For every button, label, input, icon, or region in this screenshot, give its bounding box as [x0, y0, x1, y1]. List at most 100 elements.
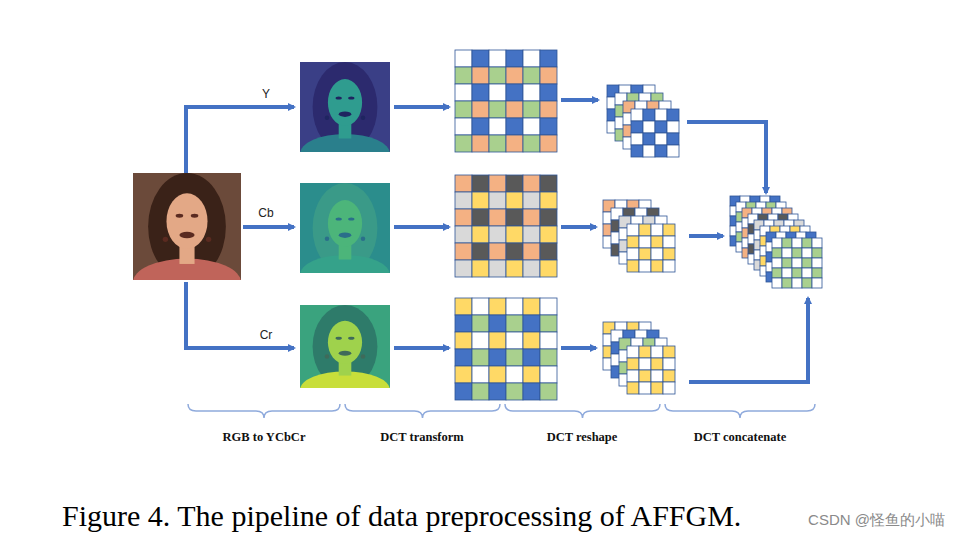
dct-cell: [472, 260, 489, 277]
stack-cell: [639, 370, 651, 382]
dct-cell: [489, 332, 506, 349]
stack-cell: [631, 109, 643, 121]
eye-shape: [176, 214, 184, 218]
dct-cell: [489, 67, 506, 84]
dct-cell: [523, 260, 540, 277]
dct-cell: [540, 192, 557, 209]
stack-cell: [639, 346, 651, 358]
stack-cell: [631, 145, 643, 157]
portrait-image: [300, 62, 390, 152]
mouth-shape: [179, 232, 194, 238]
stack-cell: [627, 358, 639, 370]
dct-cell: [455, 192, 472, 209]
dct-cell: [506, 260, 523, 277]
dct-cell: [540, 315, 557, 332]
portrait-image: [133, 173, 241, 280]
dct-cell: [540, 118, 557, 135]
stack-cell: [812, 248, 822, 258]
dct-cell: [472, 50, 489, 67]
stack-cell: [812, 258, 822, 268]
earring-shape: [163, 237, 168, 242]
dct-cell: [489, 209, 506, 226]
dct-cell: [506, 175, 523, 192]
eye-shape: [336, 217, 342, 220]
dct-cell: [472, 101, 489, 118]
image-background: [300, 305, 390, 388]
dct-cell: [455, 315, 472, 332]
dct-cell: [472, 67, 489, 84]
dct-cell: [506, 383, 523, 400]
stack-cell: [643, 121, 655, 133]
stack-cell: [663, 248, 675, 260]
stack-cell: [663, 236, 675, 248]
dct-cell: [455, 50, 472, 67]
dct-cell: [523, 315, 540, 332]
dct-stack: [603, 200, 675, 272]
dct-cell: [523, 332, 540, 349]
dct-cell: [489, 315, 506, 332]
dct-cell: [540, 101, 557, 118]
section-brace: [345, 404, 500, 418]
stack-cell: [627, 260, 639, 272]
portrait-image: [300, 183, 390, 273]
dct-cell: [540, 50, 557, 67]
stack-cell: [782, 248, 792, 258]
dct-cell: [506, 209, 523, 226]
stack-cell: [772, 238, 782, 248]
stack-cell: [639, 358, 651, 370]
mouth-shape: [339, 112, 352, 117]
stack-cell: [802, 238, 812, 248]
stack-cell: [639, 382, 651, 394]
dct-cell: [455, 135, 472, 152]
dct-cell: [540, 349, 557, 366]
dct-cell: [472, 298, 489, 315]
stack-cell: [631, 121, 643, 133]
dct-cell: [489, 50, 506, 67]
eye-shape: [348, 337, 354, 340]
mouth-shape: [339, 351, 352, 356]
stack-cell: [792, 248, 802, 258]
stack-cell: [651, 224, 663, 236]
dct-cell: [506, 366, 523, 383]
dct-cell: [540, 298, 557, 315]
stack-cell: [627, 224, 639, 236]
dct-cell: [455, 226, 472, 243]
dct-cell: [523, 243, 540, 260]
dct-cell: [523, 101, 540, 118]
dct-cell: [506, 50, 523, 67]
dct-cell: [523, 67, 540, 84]
dct-cell: [523, 118, 540, 135]
dct-cell: [540, 332, 557, 349]
dct-cell: [540, 383, 557, 400]
dct-cell: [540, 226, 557, 243]
eye-shape: [348, 96, 354, 99]
stack-cell: [639, 346, 651, 358]
stack-cell: [627, 346, 639, 358]
stage-label: RGB to YCbCr: [223, 430, 306, 444]
dct-cell: [472, 118, 489, 135]
flow-arrow: [561, 98, 598, 102]
dct-cell: [455, 175, 472, 192]
eye-shape: [336, 96, 342, 99]
stage-label: DCT transform: [380, 430, 463, 444]
stack-cell: [631, 109, 643, 121]
dct-grid: [455, 50, 557, 152]
flow-arrow: [186, 282, 294, 348]
flow-arrow: [243, 225, 294, 229]
dct-cell: [489, 298, 506, 315]
dct-cell: [489, 349, 506, 366]
dct-cell: [455, 383, 472, 400]
grid-group: [455, 50, 822, 400]
portrait-image: [300, 305, 390, 388]
stack-cell: [643, 109, 655, 121]
stack-cell: [667, 109, 679, 121]
dct-cell: [540, 260, 557, 277]
dct-cell: [489, 101, 506, 118]
stack-cell: [639, 260, 651, 272]
dct-cell: [455, 67, 472, 84]
earring-shape: [206, 237, 211, 242]
dct-cell: [523, 298, 540, 315]
stack-cell: [772, 258, 782, 268]
stack-cell: [655, 109, 667, 121]
